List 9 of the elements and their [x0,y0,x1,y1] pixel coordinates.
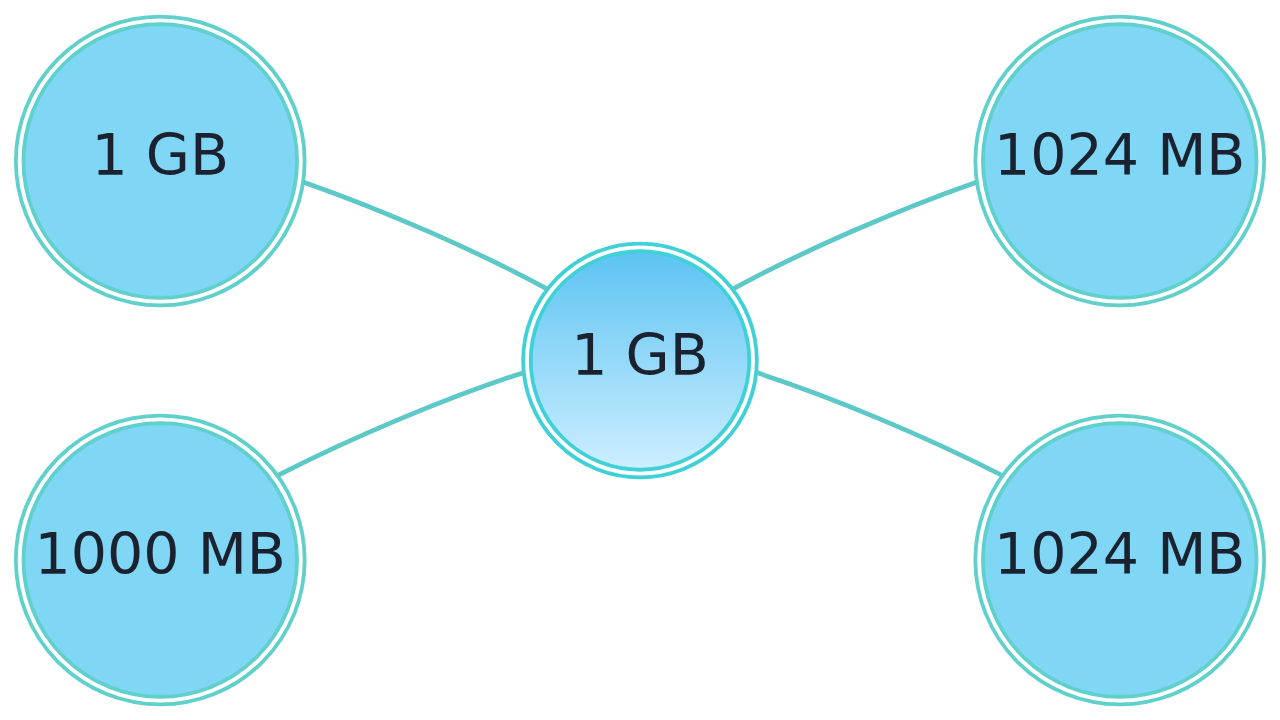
node-circle: 1024 MB [973,14,1267,307]
connector [732,179,978,291]
node-circle: 1000 MB [13,413,307,706]
node-circle: 1 GB [521,241,759,479]
connector [276,369,525,478]
connector [302,179,549,291]
node-circle: 1 GB [13,14,307,307]
connector [755,369,1003,477]
node-circle: 1024 MB [973,413,1267,706]
